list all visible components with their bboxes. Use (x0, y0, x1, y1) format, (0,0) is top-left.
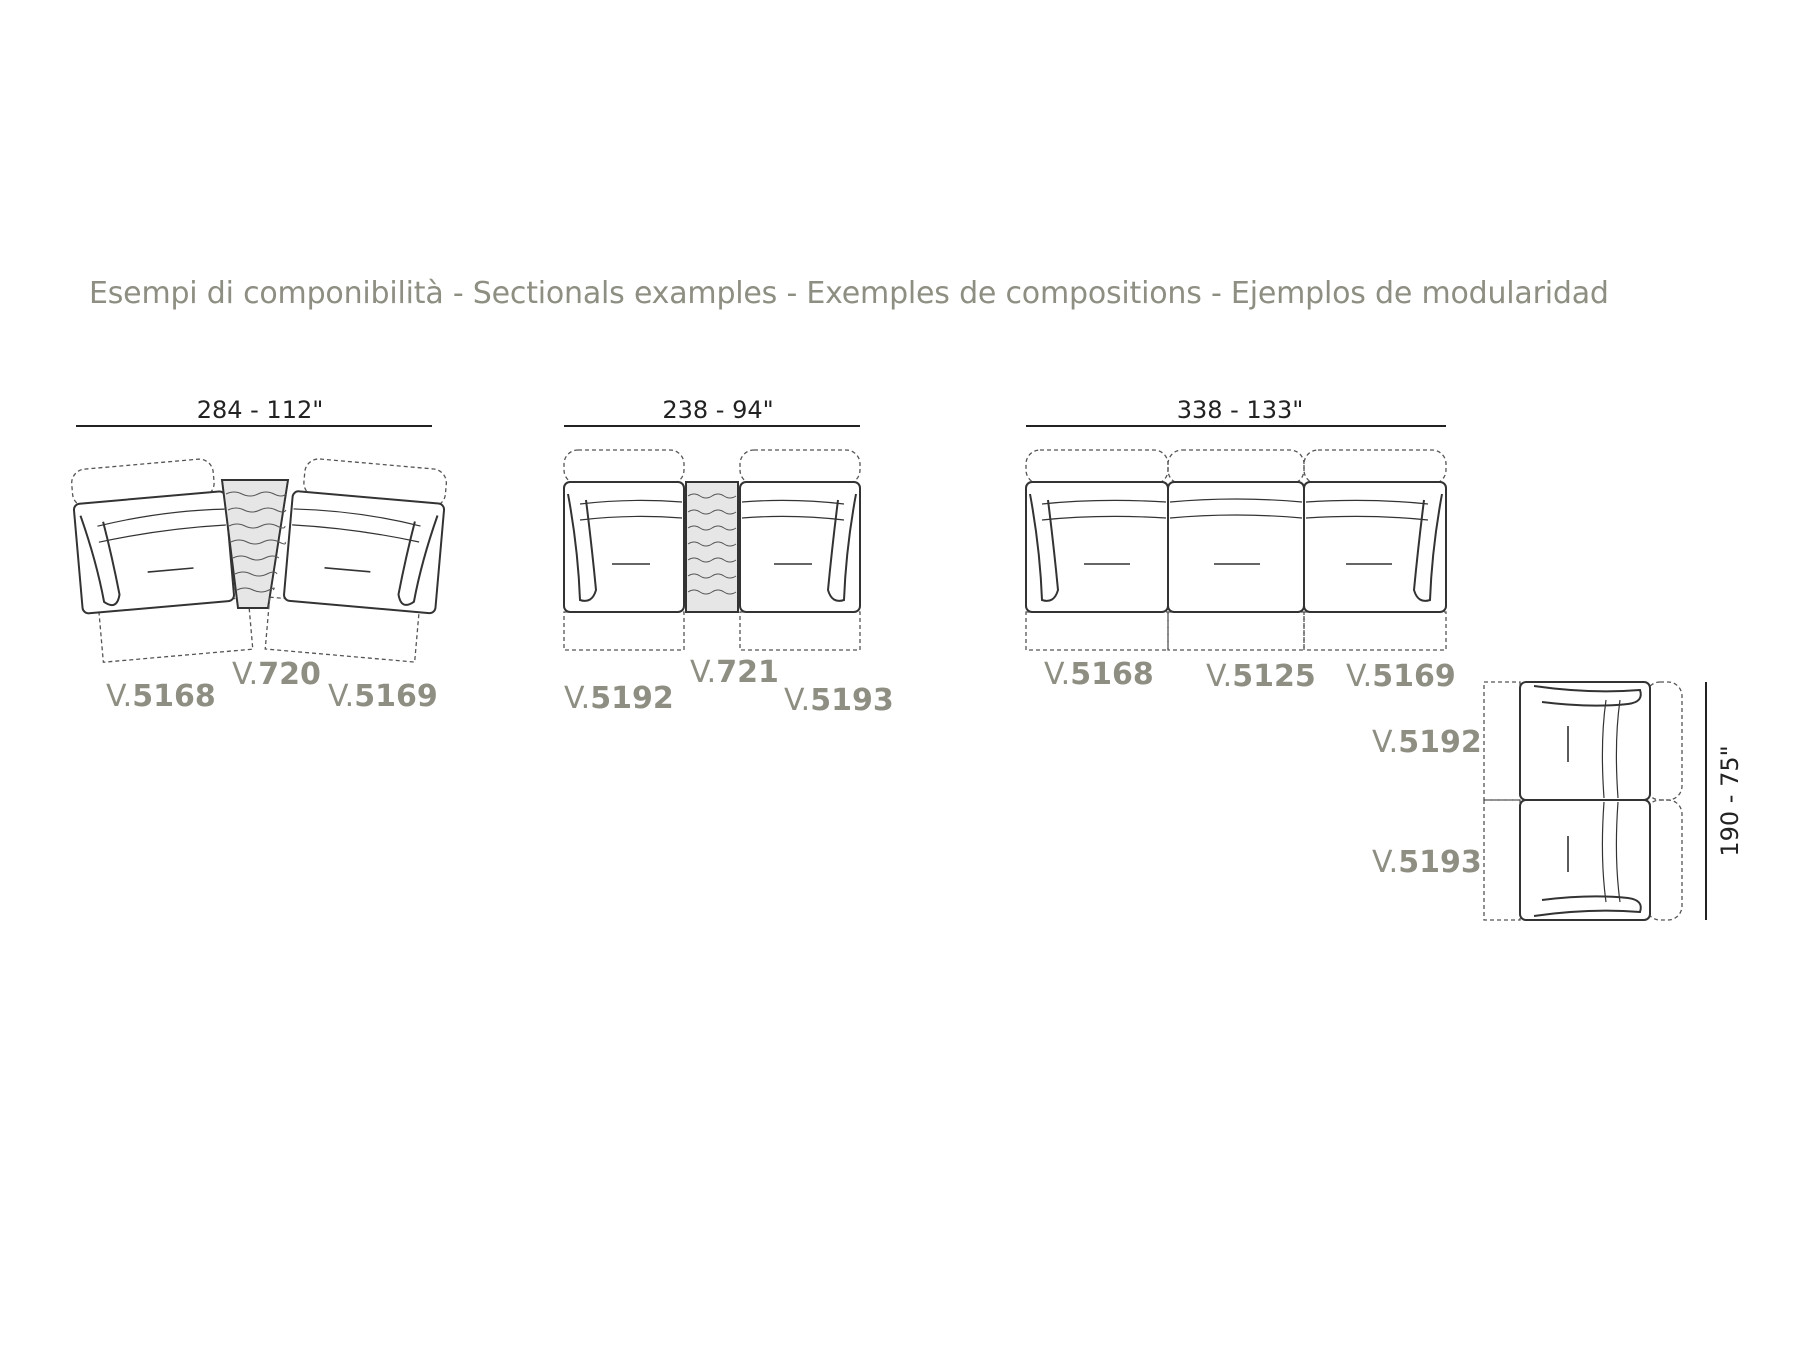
composition-2-module-2: V.721 (690, 655, 779, 690)
composition-2: 238 - 94" V.5192 V.721 V.5193 (563, 396, 894, 718)
composition-3-module-2: V.5125 (1206, 659, 1316, 694)
composition-1-module-2: V.720 (232, 657, 321, 692)
composition-4-dimension: 190 - 75" (1716, 745, 1744, 856)
composition-4-module-1: V.5192 (1372, 725, 1482, 760)
composition-3-dimension: 338 - 133" (1177, 396, 1304, 424)
composition-3-module-1: V.5168 (1044, 657, 1154, 692)
composition-1-module-3: V.5169 (328, 679, 438, 714)
composition-2-dimension: 238 - 94" (662, 396, 773, 424)
composition-3-module-3: V.5169 (1346, 659, 1456, 694)
composition-1: 284 - 112" V.5168 (71, 396, 447, 714)
composition-2-module-3: V.5193 (784, 683, 894, 718)
composition-3: 338 - 133" V.5168 V.5125 V.5169 (1025, 396, 1456, 694)
page-heading: Esempi di componibilità - Sectionals exa… (89, 276, 1609, 311)
composition-4: 190 - 75" V.5192 V.5193 (1372, 681, 1744, 921)
composition-1-module-1: V.5168 (106, 679, 216, 714)
composition-4-module-2: V.5193 (1372, 845, 1482, 880)
composition-2-module-1: V.5192 (564, 681, 674, 716)
composition-1-dimension: 284 - 112" (197, 396, 324, 424)
